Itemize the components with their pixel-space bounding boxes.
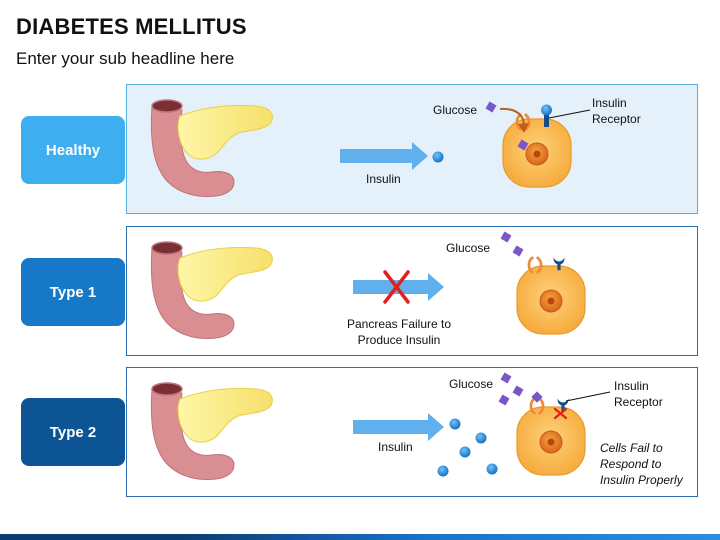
tab-healthy-label: Healthy xyxy=(45,141,101,159)
pancreas-type2 xyxy=(150,382,274,481)
insulin-dot xyxy=(475,432,487,444)
receptor-label-type2: Insulin Receptor xyxy=(614,379,663,409)
note-label-type2: Cells Fail to Respond to Insulin Properl… xyxy=(600,441,683,487)
glucose-icon xyxy=(531,391,543,403)
cell-healthy xyxy=(502,118,572,188)
failure-x-icon xyxy=(553,407,568,420)
cell-type2 xyxy=(516,406,586,476)
glucose-icon xyxy=(498,394,510,406)
insulin-dot xyxy=(437,465,449,477)
insulin-dot xyxy=(459,446,471,458)
glucose-icon xyxy=(500,231,512,243)
tab-type-1: Type 1 xyxy=(21,258,125,326)
tab-type-1-label: Type 1 xyxy=(49,283,97,301)
pancreas-healthy xyxy=(150,99,274,198)
glucose-label-healthy: Glucose xyxy=(433,103,478,117)
failure-x-icon xyxy=(383,270,410,304)
receptor-insulin-icon xyxy=(541,104,552,116)
glucose-label-type2: Glucose xyxy=(449,377,494,391)
receptor-pointer-type2 xyxy=(565,391,611,402)
cell-type1 xyxy=(516,265,586,335)
glucose-label-type1: Glucose xyxy=(446,241,491,255)
page-title: DIABETES MELLITUS xyxy=(16,14,247,39)
glucose-icon xyxy=(485,101,497,113)
arrow-type2 xyxy=(353,413,444,441)
insulin-dot xyxy=(432,151,444,163)
insulin-label-healthy: Insulin xyxy=(366,172,401,186)
arrow-healthy xyxy=(340,142,428,170)
arrow-down-icon xyxy=(518,123,529,133)
bottom-accent-bar xyxy=(0,534,720,540)
insulin-dot xyxy=(486,463,498,475)
page-subtitle: Enter your sub headline here xyxy=(16,49,235,68)
tab-type-2-label: Type 2 xyxy=(49,423,97,441)
tab-type-2: Type 2 xyxy=(21,398,125,466)
failure-label-type1: Pancreas Failure to Produce Insulin xyxy=(346,317,452,347)
insulin-label-type2: Insulin xyxy=(378,440,413,454)
insulin-dot xyxy=(449,418,461,430)
glucose-icon xyxy=(512,245,524,257)
pancreas-type1 xyxy=(150,241,274,340)
glucose-icon xyxy=(500,372,512,384)
receptor-pointer-healthy xyxy=(548,109,591,119)
receptor-label-healthy: Insulin Receptor xyxy=(592,96,641,126)
glucose-icon xyxy=(512,385,524,397)
tab-healthy: Healthy xyxy=(21,116,125,184)
glucose-icon xyxy=(517,139,529,151)
